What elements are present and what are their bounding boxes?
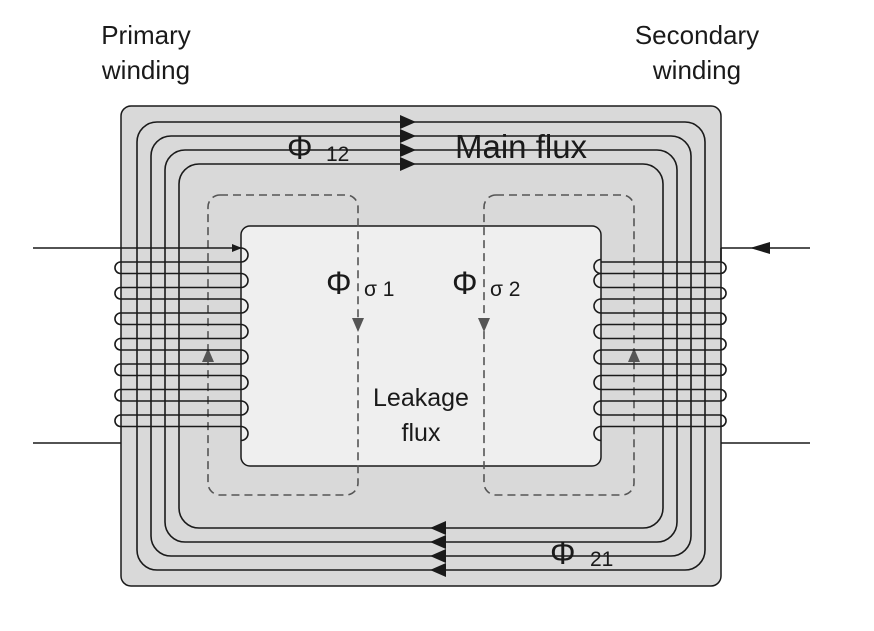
core-window [240,225,602,467]
phi-sigma2-symbol: Φ [452,265,478,301]
primary-winding [33,244,249,444]
main-flux-arrows-top [400,115,416,171]
leakage-flux-label-line2: flux [402,419,441,447]
main-flux-label: Main flux [455,128,588,165]
phi-sigma2-subscript: σ 2 [490,278,520,301]
arrowhead-right-1 [400,115,416,129]
primary-winding-label-line1: Primary [101,20,191,50]
main-flux-lines [136,121,706,571]
arrowhead-left-1 [430,521,446,535]
arrowhead-right-2 [400,129,416,143]
arrowhead-left-2 [430,535,446,549]
leakage-flux-loop-secondary [483,194,635,496]
arrowhead-left-4 [430,563,446,577]
leakage-flux-lines [207,194,635,496]
arrowhead-right-3 [400,143,416,157]
phi-sigma1-symbol: Φ [326,265,352,301]
secondary-winding-label-line2: winding [652,55,741,85]
phi-12-subscript: 12 [326,143,349,166]
leakage-arrow-primary-up [202,348,214,362]
leakage-flux-arrows [202,318,640,362]
leakage-arrow-secondary-up [628,348,640,362]
primary-coil [114,247,249,442]
main-flux-arrows-bottom [430,521,446,577]
phi-21-symbol: Φ [550,535,576,571]
leakage-flux-label-line1: Leakage [373,384,469,412]
phi-12-symbol: Φ [287,130,313,166]
arrowhead-left-3 [430,549,446,563]
phi-sigma1-subscript: σ 1 [364,278,394,301]
secondary-winding [593,242,810,444]
main-flux-loop-2 [150,135,692,557]
secondary-winding-label-line1: Secondary [635,20,759,50]
phi-21-subscript: 21 [590,548,613,571]
main-flux-loop-4 [178,163,664,529]
leakage-arrow-primary-down [352,318,364,332]
arrowhead-right-4 [400,157,416,171]
main-flux-loop-1 [136,121,706,571]
primary-winding-label-line2: winding [101,55,190,85]
secondary-coil [593,248,727,442]
main-flux-loop-3 [164,149,678,543]
leakage-arrow-secondary-down [478,318,490,332]
secondary-lead-arrow [750,242,770,254]
leakage-flux-loop-primary [207,194,359,496]
